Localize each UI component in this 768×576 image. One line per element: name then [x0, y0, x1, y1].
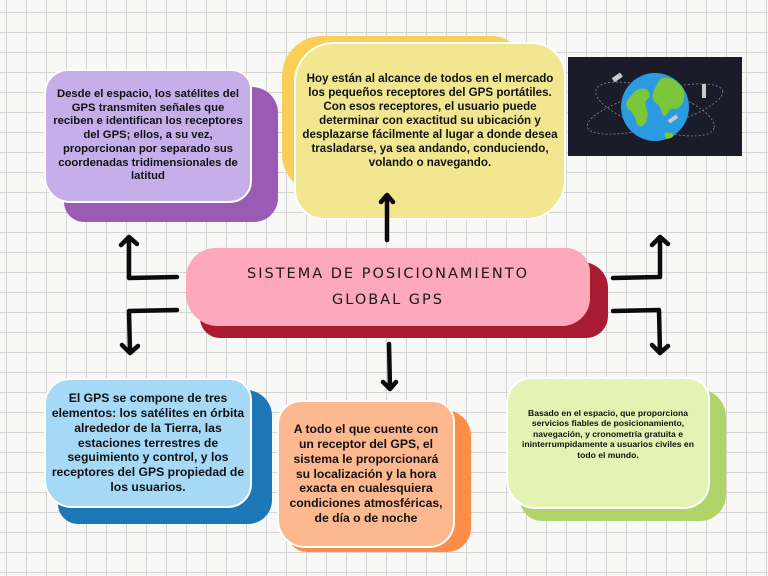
arrow-up-icon	[378, 192, 396, 243]
elbow-arrow-up-icon	[118, 234, 180, 281]
node-location-time[interactable]: A todo el que cuente con un receptor del…	[277, 400, 477, 562]
node-card: Desde el espacio, los satélites del GPS …	[44, 69, 252, 203]
node-card: Hoy están al alcance de todos en el merc…	[294, 42, 566, 220]
elbow-arrow-up-icon	[610, 234, 671, 281]
earth-with-satellites-icon	[586, 72, 724, 141]
node-text: Basado en el espacio, que proporciona se…	[522, 407, 694, 460]
node-text: A todo el que cuente con un receptor del…	[289, 421, 443, 526]
node-portable-receivers[interactable]: Hoy están al alcance de todos en el merc…	[282, 36, 572, 226]
node-card: A todo el que cuente con un receptor del…	[277, 400, 455, 548]
central-title-line2: GLOBAL GPS	[332, 292, 444, 308]
elbow-arrow-down-icon	[119, 307, 180, 356]
node-text: Hoy están al alcance de todos en el merc…	[302, 71, 558, 170]
node-gps-components[interactable]: El GPS se compone de tres elementos: los…	[44, 378, 276, 528]
central-topic-gps[interactable]: SISTEMA DE POSICIONAMIENTO GLOBAL GPS	[186, 248, 610, 340]
node-text: Desde el espacio, los satélites del GPS …	[53, 87, 243, 183]
node-satellite-signals[interactable]: Desde el espacio, los satélites del GPS …	[44, 69, 280, 225]
elbow-arrow-down-icon	[610, 307, 671, 356]
earth-satellites-image	[568, 57, 742, 156]
node-text: El GPS se compone de tres elementos: los…	[51, 390, 245, 495]
arrow-down-icon	[380, 341, 399, 392]
central-title-line1: SISTEMA DE POSICIONAMIENTO	[247, 266, 529, 282]
node-card: SISTEMA DE POSICIONAMIENTO GLOBAL GPS	[186, 248, 590, 326]
node-space-based-service[interactable]: Basado en el espacio, que proporciona se…	[506, 377, 732, 527]
node-card: El GPS se compone de tres elementos: los…	[44, 378, 252, 508]
node-card: Basado en el espacio, que proporciona se…	[506, 377, 710, 509]
